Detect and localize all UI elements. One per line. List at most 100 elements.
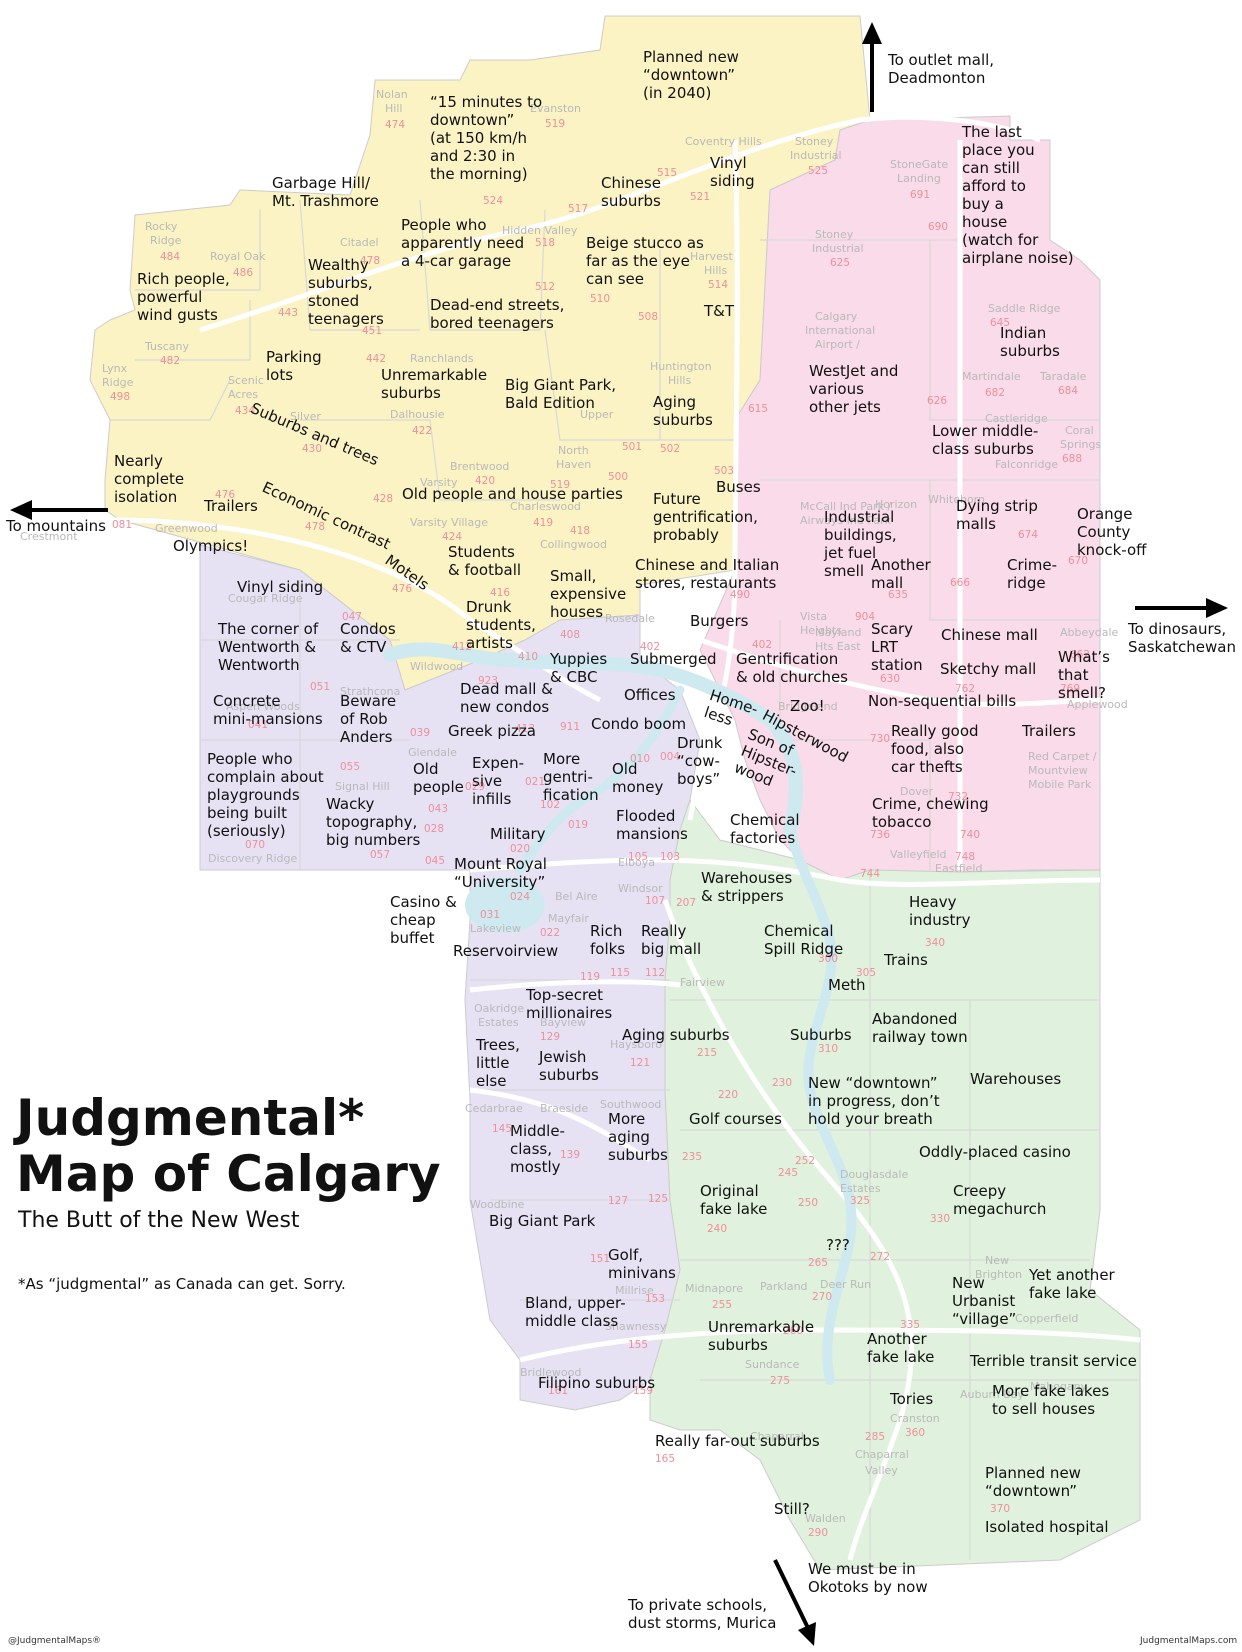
svg-text:107: 107 <box>645 895 665 907</box>
svg-text:039: 039 <box>410 727 430 739</box>
svg-text:744: 744 <box>860 868 880 880</box>
svg-text:250: 250 <box>798 1197 818 1209</box>
svg-text:Chaparral: Chaparral <box>855 1448 909 1461</box>
label-greek-pizza: Greek pizza <box>448 722 537 740</box>
svg-text:165: 165 <box>655 1453 675 1465</box>
svg-text:Evanston: Evanston <box>530 102 581 115</box>
svg-text:419: 419 <box>533 517 553 529</box>
svg-text:Horizon: Horizon <box>875 498 917 511</box>
label-another-mall: Another mall <box>871 556 931 592</box>
svg-text:151: 151 <box>590 1253 610 1265</box>
svg-text:Eastfield: Eastfield <box>935 862 982 875</box>
svg-text:Braeside: Braeside <box>540 1102 588 1115</box>
label-meth: Meth <box>828 976 866 994</box>
label-really-big-mall: Really big mall <box>641 922 702 958</box>
svg-text:325: 325 <box>850 1195 870 1207</box>
label-middle-class: Middle- class, mostly <box>510 1122 565 1176</box>
svg-text:220: 220 <box>718 1089 738 1101</box>
svg-text:335: 335 <box>900 1319 920 1331</box>
svg-text:Oakridge: Oakridge <box>474 1002 524 1015</box>
label-heavy-industry: Heavy industry <box>909 893 971 929</box>
svg-text:Sundance: Sundance <box>745 1358 800 1371</box>
label-dying-strip-malls: Dying strip malls <box>956 497 1038 533</box>
label-orange-county: Orange County knock-off <box>1077 505 1147 559</box>
label-condo-boom: Condo boom <box>591 715 687 733</box>
svg-text:402: 402 <box>752 639 772 651</box>
svg-text:422: 422 <box>412 425 432 437</box>
svg-text:Acres: Acres <box>228 388 258 401</box>
svg-text:Whitehorn: Whitehorn <box>928 493 985 506</box>
svg-text:688: 688 <box>1062 453 1082 465</box>
label-beware-rob: Beware of Rob Anders <box>340 692 397 746</box>
label-golf-minivans: Golf, minivans <box>608 1246 676 1282</box>
label-reservoirview: Reservoirview <box>453 942 559 960</box>
svg-text:153: 153 <box>645 1293 665 1305</box>
label-to-outlet-mall: To outlet mall, Deadmonton <box>888 51 995 87</box>
svg-text:Crestmont: Crestmont <box>20 530 78 543</box>
svg-text:260: 260 <box>783 1325 803 1337</box>
svg-text:115: 115 <box>610 967 630 979</box>
svg-text:029: 029 <box>465 781 485 793</box>
label-old-people-parties: Old people and house parties <box>402 485 623 503</box>
label-burgers: Burgers <box>690 612 749 630</box>
credit-left: @JudgmentalMaps® <box>8 1636 102 1646</box>
svg-text:740: 740 <box>960 829 980 841</box>
label-dead-end-streets: Dead-end streets, bored teenagers <box>430 296 565 332</box>
svg-text:428: 428 <box>373 493 393 505</box>
svg-text:031: 031 <box>480 909 500 921</box>
label-scary-lrt: Scary LRT station <box>871 620 923 674</box>
label-future-gentrification: Future gentrification, probably <box>653 490 758 544</box>
label-aging-suburbs-north: Aging suburbs <box>653 393 713 429</box>
svg-text:Mahogany: Mahogany <box>1030 1380 1088 1393</box>
label-chinese-mall: Chinese mall <box>941 626 1038 644</box>
svg-text:252: 252 <box>795 1155 815 1167</box>
svg-text:Windsor: Windsor <box>618 882 663 895</box>
svg-text:285: 285 <box>865 1431 885 1443</box>
svg-text:Varsity Village: Varsity Village <box>410 516 488 529</box>
svg-text:Applewood: Applewood <box>1067 698 1128 711</box>
svg-text:519: 519 <box>545 118 565 130</box>
svg-text:McCall Ind Park /: McCall Ind Park / <box>800 500 892 513</box>
svg-text:Bel Aire: Bel Aire <box>555 890 598 903</box>
svg-text:102: 102 <box>540 799 560 811</box>
svg-text:Silver: Silver <box>290 410 321 423</box>
label-drunk-cowboys: Drunk “cow- boys” <box>677 734 723 788</box>
label-rich-folks: Rich folks <box>590 922 626 958</box>
label-vinyl-siding-west: Vinyl siding <box>237 578 324 596</box>
label-big-giant-park-bald: Big Giant Park, Bald Edition <box>505 376 617 412</box>
svg-text:119: 119 <box>580 971 600 983</box>
label-4-car-garage: People who apparently need a 4-car garag… <box>401 216 525 270</box>
label-really-far-out: Really far-out suburbs <box>655 1432 820 1450</box>
svg-text:310: 310 <box>818 1043 838 1055</box>
southeast-region <box>649 798 1141 1571</box>
label-last-place: The last place you can still afford to b… <box>962 123 1074 267</box>
svg-text:Hills: Hills <box>668 374 691 387</box>
svg-text:021: 021 <box>525 776 545 788</box>
label-old-money: Old money <box>612 760 664 796</box>
svg-text:501: 501 <box>622 441 642 453</box>
svg-text:Midnapore: Midnapore <box>685 1282 743 1295</box>
svg-text:340: 340 <box>925 937 945 949</box>
svg-text:Coral: Coral <box>1065 424 1094 437</box>
label-non-sequential: Non-sequential bills <box>868 692 1017 710</box>
svg-text:272: 272 <box>870 1251 890 1263</box>
svg-text:Ridge: Ridge <box>150 234 182 247</box>
svg-text:255: 255 <box>712 1299 732 1311</box>
label-tt: T&T <box>704 302 735 320</box>
svg-text:Lakeview: Lakeview <box>470 922 521 935</box>
label-okotoks: We must be in Okotoks by now <box>808 1560 928 1596</box>
svg-text:112: 112 <box>645 967 665 979</box>
svg-text:904: 904 <box>855 611 875 623</box>
major-roads <box>109 114 1141 1561</box>
svg-text:408: 408 <box>560 629 580 641</box>
svg-text:Walden: Walden <box>805 1512 846 1525</box>
svg-text:Shawnessy: Shawnessy <box>605 1320 667 1333</box>
label-whats-that-smell: What’s that smell? <box>1058 648 1110 702</box>
svg-text:Heights: Heights <box>800 624 842 637</box>
svg-text:Millrise: Millrise <box>615 1284 654 1297</box>
label-another-fake-lake: Another fake lake <box>867 1330 935 1366</box>
svg-text:Mayfair: Mayfair <box>548 912 589 925</box>
svg-text:Wildwood: Wildwood <box>410 660 463 673</box>
svg-text:416: 416 <box>490 587 510 599</box>
svg-text:International: International <box>805 324 875 337</box>
